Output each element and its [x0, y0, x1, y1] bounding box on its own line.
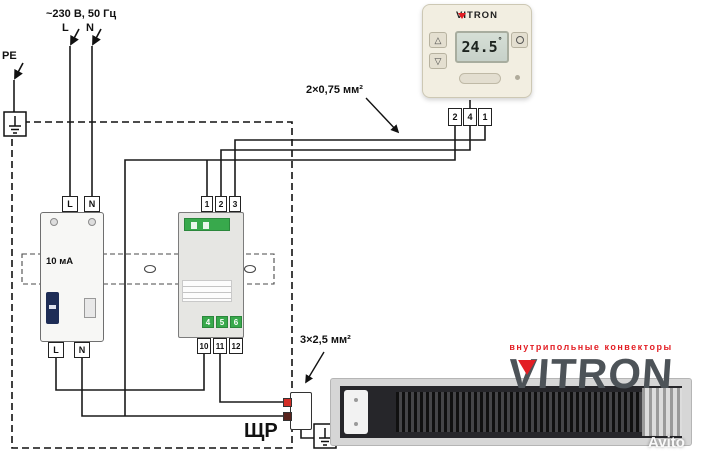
thermostat-terminal-1: 1: [478, 108, 492, 126]
breaker-toggle-lever: [46, 292, 59, 324]
relay-terminal-3: 3: [229, 196, 241, 212]
brand-logo-text: VITRON: [507, 350, 676, 397]
convector-terminal-box: [290, 392, 312, 430]
din-rail: [21, 253, 275, 285]
brand-tagline: внутрипольные конвекторы: [509, 342, 673, 352]
convector-end-plate: [344, 390, 368, 434]
up-arrow-icon: △: [434, 34, 442, 45]
thermostat-slot: [459, 73, 501, 84]
brand-triangle-icon: [458, 13, 466, 19]
brand-triangle-icon: [518, 360, 536, 375]
panel-label: ЩР: [244, 420, 278, 442]
relay-terminal-1: 1: [201, 196, 213, 212]
relay-led: [191, 222, 197, 229]
relay-terminal-4: 4: [202, 316, 214, 328]
connector-terminal-live: [283, 398, 292, 407]
pe-ground-symbol: [3, 111, 27, 137]
breaker-terminal-top-n: N: [84, 196, 100, 212]
connector-terminal-neutral: [283, 412, 292, 421]
watermark: Avito: [648, 434, 685, 451]
relay-led-block: [184, 218, 230, 231]
temp-down-button[interactable]: ▽: [429, 53, 447, 69]
toggle-slot: [49, 305, 56, 309]
pe-label: PE: [2, 50, 17, 62]
temp-up-button[interactable]: △: [429, 32, 447, 48]
breaker-screw-icon: [88, 218, 96, 226]
breaker-terminal-bottom-n: N: [74, 342, 90, 358]
breaker-test-button: [84, 298, 96, 318]
breaker-terminal-top-l: L: [62, 196, 78, 212]
supply-arrows: [14, 28, 102, 80]
power-cable-label: 3×2,5 мм²: [300, 334, 351, 346]
relay-terminal-6: 6: [230, 316, 242, 328]
relay-terminal-10: 10: [197, 338, 211, 354]
mode-button[interactable]: [511, 32, 528, 48]
brand-block: внутрипольные конвекторы VITRON: [476, 342, 706, 397]
convector-grille: [642, 388, 682, 436]
relay-terminal-2: 2: [215, 196, 227, 212]
relay-terminal-12: 12: [229, 338, 243, 354]
neutral-label: N: [86, 22, 94, 34]
thermostat-terminal-2: 2: [448, 108, 462, 126]
temperature-value: 24.5: [461, 38, 498, 56]
thermostat: VITRON △ ▽ 24.5°: [422, 4, 532, 98]
line-label: L: [62, 22, 69, 34]
thermostat-led: [515, 75, 520, 80]
power-icon: [515, 36, 524, 44]
relay-terminal-11: 11: [213, 338, 227, 354]
plate-hole: [354, 398, 358, 402]
heat-exchanger-fins: [396, 392, 642, 432]
thermostat-brand-label: VITRON: [456, 10, 498, 21]
thermostat-display: 24.5°: [455, 31, 509, 63]
relay-label-sticker: [182, 280, 232, 302]
down-arrow-icon: ▽: [434, 55, 442, 66]
breaker-rating-label: 10 мА: [46, 256, 74, 267]
conductors: [13, 46, 486, 439]
cable-arrows: [305, 97, 400, 384]
degree-symbol: °: [497, 36, 503, 45]
panel-outline: [11, 121, 293, 449]
convector-photo: [318, 366, 704, 462]
breaker-screw-icon: [50, 218, 58, 226]
plate-hole: [354, 422, 358, 426]
relay-led: [203, 222, 209, 229]
breaker-terminal-bottom-l: L: [48, 342, 64, 358]
thermostat-terminal-4: 4: [463, 108, 477, 126]
relay-terminal-5: 5: [216, 316, 228, 328]
thermostat-cable-label: 2×0,75 мм²: [306, 84, 363, 96]
supply-voltage-label: ~230 В, 50 Гц: [46, 8, 117, 20]
